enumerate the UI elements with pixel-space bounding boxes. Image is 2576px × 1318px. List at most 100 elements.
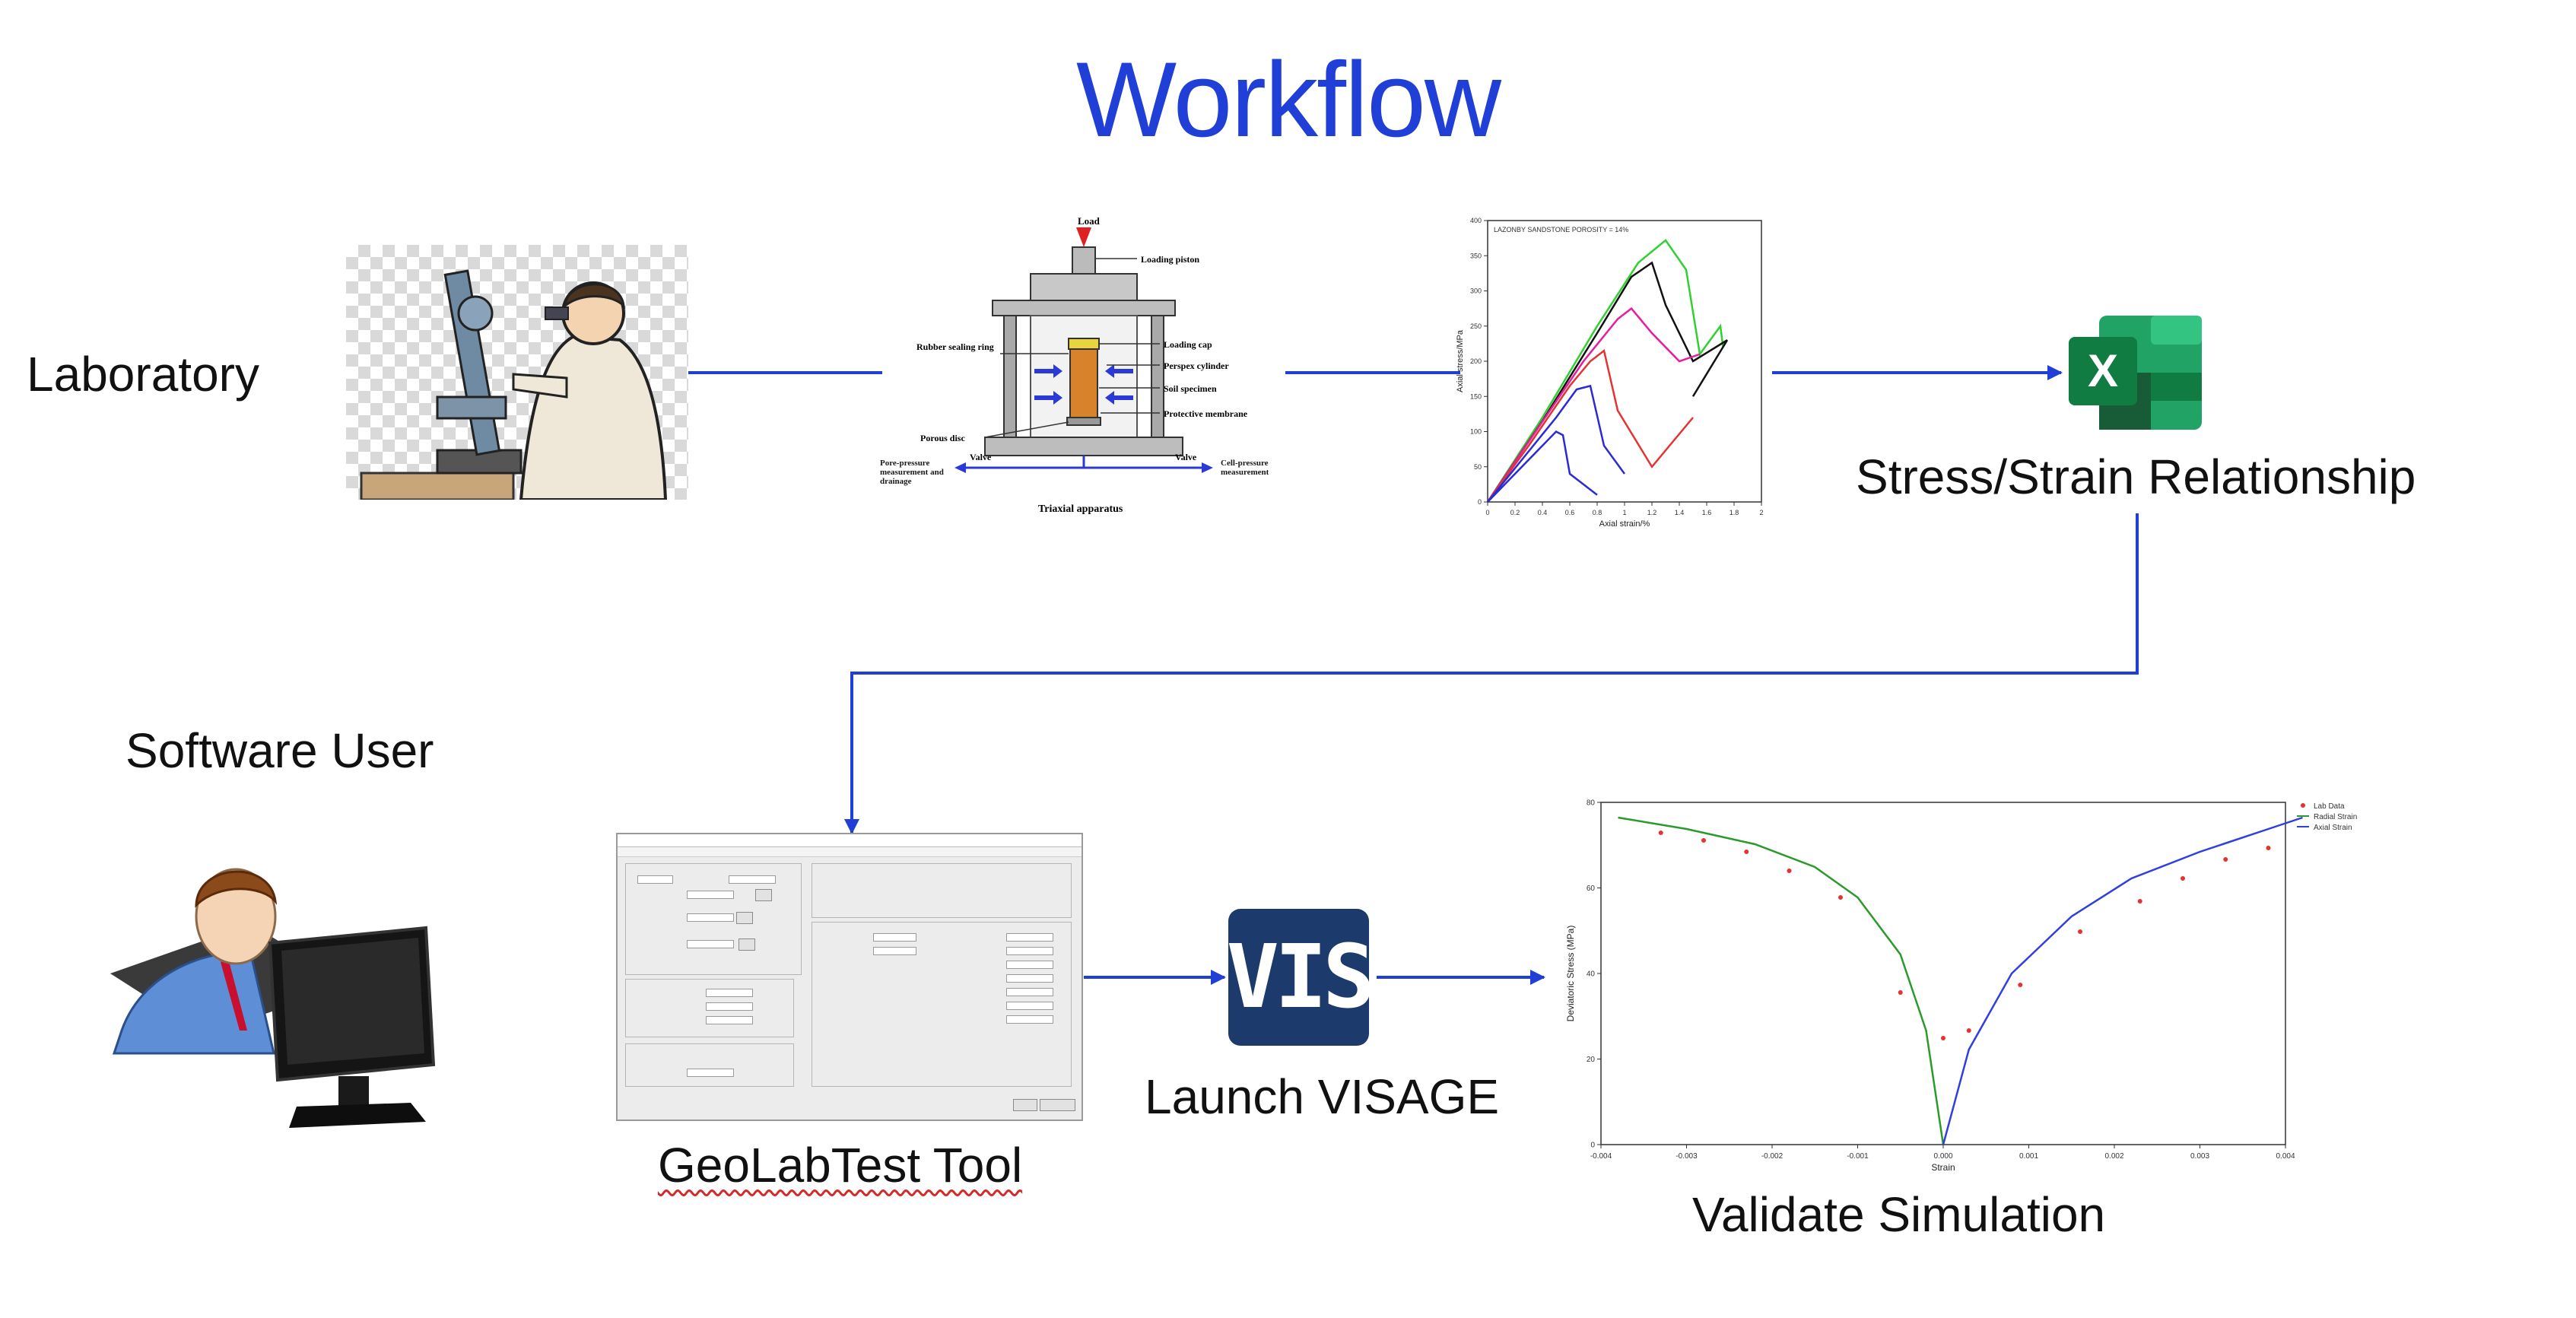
series-line-5: [1487, 430, 1598, 503]
field[interactable]: [706, 1016, 753, 1024]
x-tick-label: -0.002: [1761, 1152, 1784, 1161]
excel-letter: X: [2088, 345, 2118, 396]
field[interactable]: [687, 913, 734, 922]
x-tick-label: 1.4: [1675, 509, 1685, 516]
label-loading-piston: Loading piston: [1141, 254, 1199, 265]
button[interactable]: [738, 938, 755, 951]
data-point: [1838, 895, 1843, 900]
series-line-1: [1486, 261, 1729, 503]
y-tick-label: 20: [1587, 1056, 1596, 1064]
button[interactable]: [1013, 1099, 1037, 1111]
button[interactable]: [736, 912, 753, 924]
x-tick-label: 2: [1759, 509, 1763, 516]
label-loading-cap: Loading cap: [1164, 339, 1212, 350]
field[interactable]: [1006, 988, 1053, 996]
legend-label: Axial Strain: [2314, 824, 2352, 832]
y-tick-label: 0: [1590, 1141, 1595, 1149]
field[interactable]: [1006, 947, 1053, 955]
x-tick-label: 0.001: [2019, 1152, 2038, 1161]
material-parameters-group: [812, 922, 1072, 1087]
field[interactable]: [1006, 961, 1053, 969]
data-point: [1701, 838, 1706, 843]
x-tick-label: 0.4: [1538, 509, 1548, 516]
field[interactable]: [873, 933, 916, 942]
x-tick-label: 0.000: [1933, 1152, 1952, 1161]
data-point: [2078, 929, 2082, 934]
x-tick-label: 0.8: [1593, 509, 1602, 516]
y-tick-label: 40: [1587, 970, 1596, 978]
geolabtest-caption: GeoLabTest Tool: [658, 1138, 1023, 1193]
button[interactable]: [755, 889, 772, 901]
series-line-2: [1942, 816, 2303, 1145]
field[interactable]: [873, 947, 916, 955]
button[interactable]: [1040, 1099, 1075, 1111]
y-tick-label: 80: [1587, 799, 1596, 807]
y-tick-label: 300: [1470, 287, 1482, 295]
y-axis-label: Deviatoric Stress (MPa): [1565, 926, 1576, 1022]
field[interactable]: [687, 940, 734, 948]
y-tick-label: 0: [1478, 498, 1482, 506]
field[interactable]: [1006, 974, 1053, 983]
field[interactable]: [637, 875, 673, 884]
x-tick-label: 1.2: [1647, 509, 1657, 516]
data-point: [1966, 1028, 1971, 1033]
y-axis-label: Axial stress/MPa: [1456, 329, 1465, 392]
series-line-3: [1486, 348, 1694, 503]
label-valve-right: Valve: [1175, 452, 1197, 462]
label-soil-specimen: Soil specimen: [1164, 383, 1217, 394]
y-tick-label: 60: [1587, 884, 1596, 893]
triaxial-apparatus-drawing: Load Loading piston Loading cap Perspex …: [880, 215, 1269, 515]
x-tick-label: 0.6: [1565, 509, 1575, 516]
data-point: [1941, 1036, 1945, 1040]
label-rubber-sealing-ring: Rubber sealing ring: [916, 341, 994, 352]
series-line-0: [1486, 239, 1724, 503]
test-type-group: [625, 863, 802, 975]
page-title: Workflow: [1075, 40, 1501, 159]
x-tick-label: 0: [1485, 509, 1489, 516]
software-user-illustration: [110, 868, 436, 1128]
scientist-microscope-illustration: [360, 269, 668, 501]
data-point: [1744, 850, 1749, 854]
window-menubar: [618, 847, 1082, 857]
validate-caption: Validate Simulation: [1692, 1187, 2106, 1242]
software-user-image: [99, 802, 456, 1129]
label-pore-pressure: Pore-pressure measurement and drainage: [880, 459, 944, 486]
label-protective-membrane: Protective membrane: [1164, 408, 1248, 419]
data-point: [2266, 846, 2271, 850]
field[interactable]: [1006, 1002, 1053, 1010]
label-triaxial-caption: Triaxial apparatus: [1038, 503, 1123, 515]
series-line-2: [1486, 306, 1701, 503]
x-tick-label: 0.2: [1510, 509, 1520, 516]
data-point: [1658, 830, 1663, 835]
y-tick-label: 100: [1470, 428, 1482, 436]
y-tick-label: 50: [1474, 463, 1482, 471]
data-point: [2137, 899, 2142, 904]
geolabtest-tool-screenshot: [616, 833, 1083, 1121]
y-tick-label: 350: [1470, 252, 1482, 259]
series-line-4: [1487, 384, 1626, 503]
field[interactable]: [729, 875, 776, 884]
field[interactable]: [706, 989, 753, 997]
field[interactable]: [1006, 933, 1053, 942]
plot-frame: [1600, 802, 2286, 1145]
visage-logo[interactable]: VIS: [1227, 909, 1375, 1046]
window-titlebar: [618, 834, 1082, 847]
y-tick-label: 250: [1470, 322, 1482, 330]
legend-label: Radial Strain: [2314, 813, 2357, 821]
loading-condition-group: [625, 979, 794, 1037]
x-axis-label: Strain: [1931, 1162, 1955, 1171]
excel-caption: Stress/Strain Relationship: [1856, 449, 2416, 504]
data-point: [2223, 857, 2228, 862]
field[interactable]: [706, 1002, 753, 1011]
laboratory-label: Laboratory: [27, 347, 259, 402]
x-tick-label: 1: [1622, 509, 1626, 516]
field[interactable]: [687, 1069, 734, 1077]
field[interactable]: [687, 891, 734, 899]
x-tick-label: 0.003: [2190, 1152, 2209, 1161]
field[interactable]: [1006, 1015, 1053, 1024]
